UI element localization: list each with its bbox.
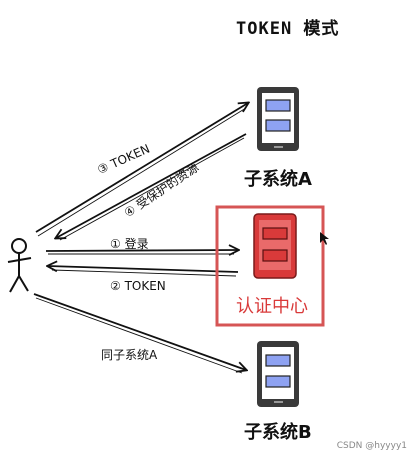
system-b-device-icon xyxy=(257,341,299,407)
arrow-token-back xyxy=(48,266,239,273)
label-same-system: 同子系统A xyxy=(101,348,158,362)
arrow-protected-resource xyxy=(56,133,247,238)
auth-center-device-icon xyxy=(253,213,297,279)
system-a-device-icon xyxy=(257,87,299,151)
system-a-label: 子系统A xyxy=(244,169,312,190)
label-login: ① 登录 xyxy=(110,237,149,251)
label-token-back: ② TOKEN xyxy=(110,279,166,293)
mouse-cursor-icon xyxy=(320,232,329,245)
auth-center-frame xyxy=(215,205,325,327)
arrow-login xyxy=(45,250,238,251)
arrow-token-to-system-a xyxy=(35,103,248,233)
system-b-label: 子系统B xyxy=(244,422,312,443)
diagram-title: TOKEN 模式 xyxy=(236,19,340,39)
auth-center-label: 认证中心 xyxy=(236,296,308,317)
arrow-to-system-b xyxy=(33,293,246,370)
watermark: CSDN @hyyyy1 xyxy=(336,441,407,451)
user-stick-figure-icon xyxy=(7,238,32,293)
